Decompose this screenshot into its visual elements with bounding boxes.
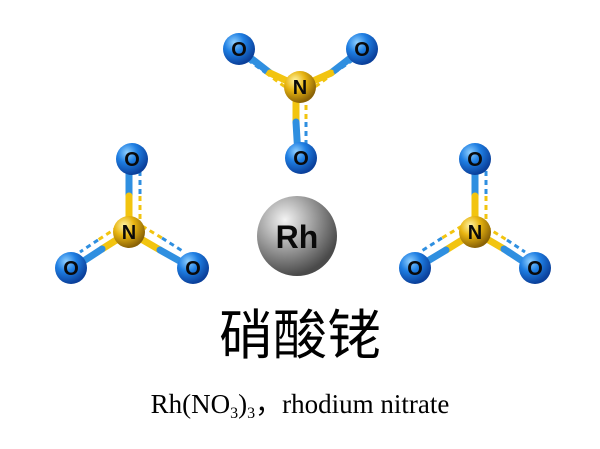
nitrogen-atom: N xyxy=(113,216,145,248)
oxygen-atom: O xyxy=(346,33,378,65)
svg-text:O: O xyxy=(293,148,309,170)
compound-name-chinese: 硝酸铑 xyxy=(219,304,381,367)
svg-text:O: O xyxy=(231,39,247,61)
formula-caption: Rh(NO3)3，rhodium nitrate xyxy=(0,384,600,424)
oxygen-atom: O xyxy=(285,142,317,174)
oxygen-atom: O xyxy=(399,252,431,284)
formula-part: ) xyxy=(238,389,248,419)
svg-text:O: O xyxy=(63,258,79,280)
oxygen-atom: O xyxy=(519,252,551,284)
nitrate-right: O N O O xyxy=(399,143,551,284)
svg-text:O: O xyxy=(467,149,483,171)
formula-subscript: 3 xyxy=(247,405,256,422)
rhodium-atom: Rh xyxy=(257,196,337,276)
oxygen-atom: O xyxy=(223,33,255,65)
svg-text:O: O xyxy=(407,258,423,280)
compound-name-english: rhodium nitrate xyxy=(282,389,450,419)
svg-text:N: N xyxy=(122,222,136,244)
bonds-nitrate-right xyxy=(412,157,537,272)
formula-part: Rh(NO xyxy=(150,389,231,419)
svg-text:O: O xyxy=(354,39,370,61)
nitrogen-atom: N xyxy=(284,71,316,103)
nitrate-top: O O N O xyxy=(223,33,378,174)
oxygen-atom: O xyxy=(55,252,87,284)
formula-subscript: 3 xyxy=(230,405,239,422)
nitrogen-atom: N xyxy=(459,216,491,248)
oxygen-atom: O xyxy=(177,252,209,284)
bonds-nitrate-left xyxy=(69,157,196,272)
svg-text:O: O xyxy=(185,258,201,280)
oxygen-atom: O xyxy=(116,143,148,175)
svg-text:O: O xyxy=(527,258,543,280)
formula-separator: ， xyxy=(255,389,283,419)
svg-text:N: N xyxy=(293,77,307,99)
nitrate-left: O N O O xyxy=(55,143,209,284)
svg-text:N: N xyxy=(468,222,482,244)
oxygen-atom: O xyxy=(459,143,491,175)
svg-text:Rh: Rh xyxy=(276,219,319,255)
svg-text:O: O xyxy=(124,149,140,171)
